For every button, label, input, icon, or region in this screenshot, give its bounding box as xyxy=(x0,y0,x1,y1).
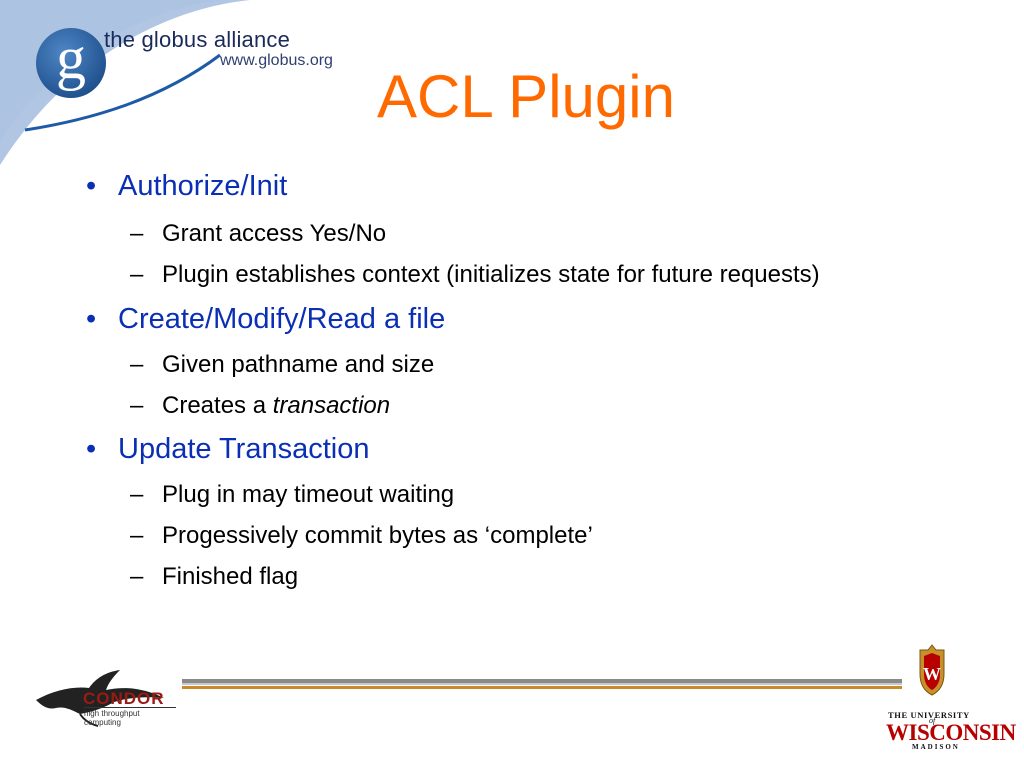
sub-bullet-text: Grant access Yes/No xyxy=(162,220,387,247)
sub-bullet-text-prefix: Creates a xyxy=(162,392,273,419)
dash-icon: – xyxy=(130,351,144,378)
bullet-heading: Create/Modify/Read a file xyxy=(118,303,446,335)
condor-logo-tagline: high throughput computing xyxy=(84,707,176,727)
emphasized-word: transaction xyxy=(272,392,391,419)
sub-bullet-text: Plugin establishes context (initializes … xyxy=(162,261,820,288)
condor-logo-name: CONDOR xyxy=(83,689,165,708)
uw-crest-icon: W xyxy=(919,644,945,696)
condor-bird-icon xyxy=(36,670,164,727)
dash-icon: – xyxy=(130,563,144,590)
dash-icon: – xyxy=(130,392,144,419)
bullet-dot-icon: • xyxy=(86,170,97,202)
dash-icon: – xyxy=(130,522,144,549)
uw-crest-letter: W xyxy=(923,664,941,684)
bullet-dot-icon: • xyxy=(86,303,97,335)
globus-logo-icon: g xyxy=(36,28,106,98)
sub-bullet-text: Progessively commit bytes as ‘complete’ xyxy=(162,522,593,549)
sub-bullet-text: Finished flag xyxy=(162,563,299,590)
sub-bullet-text: Given pathname and size xyxy=(162,351,435,378)
footer-divider xyxy=(182,679,902,691)
uw-logo-line3: MADISON xyxy=(912,743,960,751)
uw-logo-of: of xyxy=(929,716,936,725)
slide-title: ACL Plugin xyxy=(377,63,675,130)
sub-bullet-text: Creates a transaction xyxy=(162,392,390,420)
bullet-heading: Authorize/Init xyxy=(118,170,288,202)
sub-bullet-text: Plug in may timeout waiting xyxy=(162,481,455,508)
bullet-dot-icon: • xyxy=(86,433,97,465)
globus-logo-name: the globus alliance xyxy=(104,27,291,52)
globus-logo-url: www.globus.org xyxy=(220,52,333,69)
bullet-heading: Update Transaction xyxy=(118,433,370,465)
dash-icon: – xyxy=(130,220,144,247)
dash-icon: – xyxy=(130,481,144,508)
uw-logo-line1: THE UNIVERSITY xyxy=(888,710,970,720)
dash-icon: – xyxy=(130,261,144,288)
uw-logo-line2: WISCONSIN xyxy=(886,720,1016,745)
